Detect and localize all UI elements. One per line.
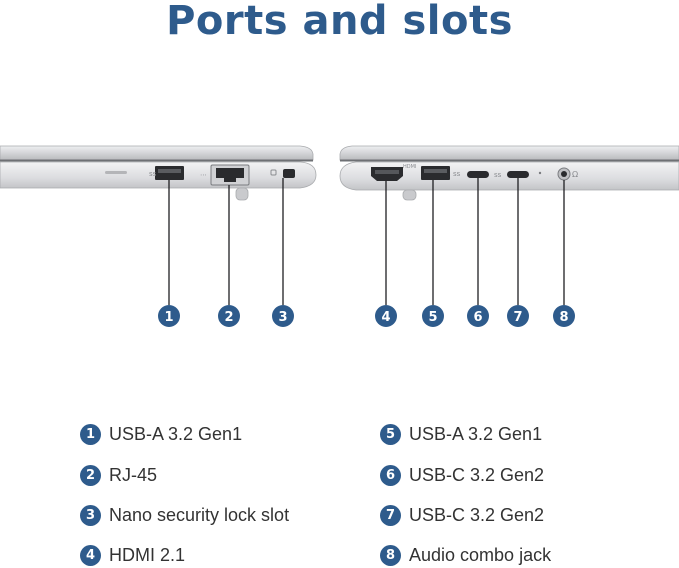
callout-badge-6: 6 — [467, 305, 489, 327]
svg-text:ss: ss — [453, 170, 461, 178]
legend-label: USB-A 3.2 Gen1 — [109, 423, 243, 444]
svg-text:4: 4 — [381, 310, 390, 325]
legend-label: Audio combo jack — [409, 544, 552, 565]
legend-badge: 8 — [380, 544, 401, 566]
usb-a-port-icon: ss — [149, 166, 184, 180]
legend-label: USB-C 3.2 Gen2 — [409, 504, 545, 525]
legend-item-8: 8 Audio combo jack — [380, 543, 551, 567]
legend-badge: 6 — [380, 464, 401, 486]
legend-badge: 4 — [80, 544, 101, 566]
legend-badge: 1 — [80, 423, 101, 445]
legend-label: HDMI 2.1 — [109, 544, 186, 565]
page-title: Ports and slots — [166, 0, 513, 44]
legend-label: Nano security lock slot — [109, 504, 290, 525]
laptop-ports-diagram: ss ⋯ HDMI ss — [0, 145, 679, 327]
usb-c-port-icon: ss — [494, 171, 542, 179]
laptop-left-side: ss ⋯ — [0, 145, 317, 201]
callout-badge-1: 1 — [158, 305, 180, 327]
svg-text:6: 6 — [473, 310, 482, 325]
legend-badge: 7 — [380, 504, 401, 526]
lock-slot-icon — [270, 169, 295, 178]
legend-item-6: 6 USB-C 3.2 Gen2 — [380, 463, 544, 487]
svg-text:HDMI: HDMI — [403, 164, 416, 170]
legend-badge: 5 — [380, 423, 401, 445]
hdmi-port-icon: HDMI — [371, 164, 416, 181]
callout-badge-4: 4 — [375, 305, 397, 327]
svg-text:8: 8 — [559, 310, 568, 325]
laptop-right-side: HDMI ss ss Ω — [339, 145, 679, 201]
legend-item-2: 2 RJ-45 — [80, 463, 157, 487]
svg-text:5: 5 — [428, 310, 437, 325]
callout-badge-3: 3 — [272, 305, 294, 327]
legend-item-1: 1 USB-A 3.2 Gen1 — [80, 422, 242, 446]
callout-badge-7: 7 — [507, 305, 529, 327]
svg-text:⋯: ⋯ — [200, 171, 207, 179]
legend-item-5: 5 USB-A 3.2 Gen1 — [380, 422, 542, 446]
legend-item-3: 3 Nano security lock slot — [80, 503, 289, 527]
svg-text:7: 7 — [513, 310, 522, 325]
legend-badge: 2 — [80, 464, 101, 486]
legend-label: USB-C 3.2 Gen2 — [409, 464, 545, 485]
callout-badge-2: 2 — [218, 305, 240, 327]
usb-c-port-icon — [467, 171, 489, 178]
legend-label: RJ-45 — [109, 464, 158, 485]
audio-jack-icon: Ω — [557, 167, 578, 181]
legend-item-7: 7 USB-C 3.2 Gen2 — [380, 503, 544, 527]
leader-lines — [168, 178, 565, 305]
rj45-port-icon: ⋯ — [200, 164, 250, 186]
callout-badge-5: 5 — [422, 305, 444, 327]
legend-badge: 3 — [80, 504, 101, 526]
svg-text:1: 1 — [164, 310, 173, 325]
svg-text:2: 2 — [224, 310, 233, 325]
svg-text:Ω: Ω — [572, 170, 578, 179]
svg-text:3: 3 — [278, 310, 287, 325]
callout-badge-8: 8 — [553, 305, 575, 327]
usb-a-port-icon: ss — [421, 166, 461, 180]
svg-text:ss: ss — [149, 170, 157, 178]
svg-text:ss: ss — [494, 171, 502, 179]
legend-label: USB-A 3.2 Gen1 — [409, 423, 543, 444]
legend-item-4: 4 HDMI 2.1 — [80, 543, 185, 567]
